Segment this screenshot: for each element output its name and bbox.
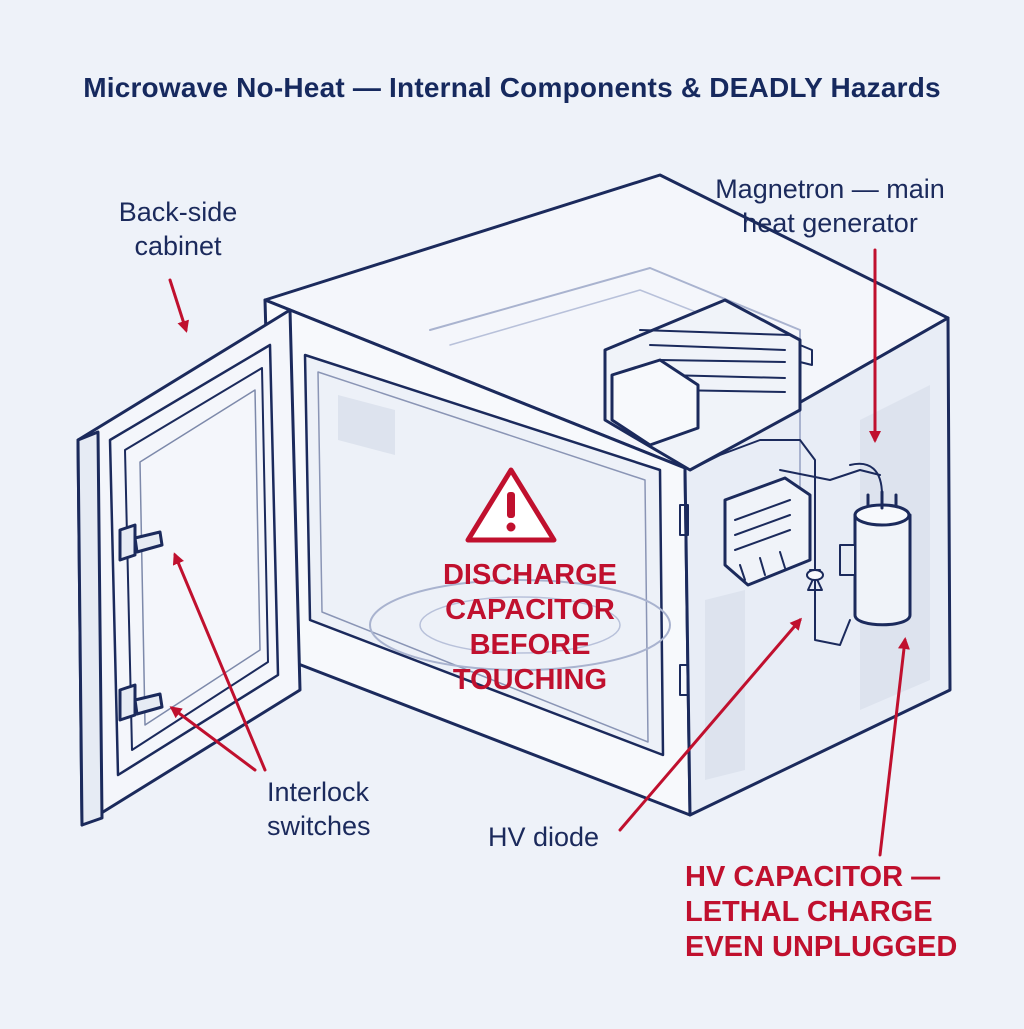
interlock-switches-label: Interlock switches xyxy=(267,777,371,841)
hv-diode xyxy=(806,554,824,621)
hv-diode-block xyxy=(723,476,812,587)
hv-capacitor-arrow xyxy=(878,637,910,857)
interlock-arrow-1 xyxy=(172,552,267,772)
back-cabinet-arrow xyxy=(168,278,189,333)
diagram-title: Microwave No-Heat — Internal Components … xyxy=(83,72,941,103)
back-cabinet-label: Back-side cabinet xyxy=(118,197,238,261)
turntable xyxy=(369,579,671,671)
interlock-switches xyxy=(118,523,164,722)
hv-diode-label: HV diode xyxy=(488,822,600,852)
hv-diode-arrow xyxy=(618,617,802,832)
hv-capacitor-label: HV CAPACITOR — LETHAL CHARGE EVEN UNPLUG… xyxy=(685,861,958,963)
interlock-arrow-2 xyxy=(169,706,257,772)
warning-triangle-icon xyxy=(465,467,557,543)
magnetron xyxy=(603,298,813,472)
oven-cavity-opening xyxy=(303,353,665,757)
hv-capacitor xyxy=(839,462,912,627)
discharge-warning-label: DISCHARGE CAPACITOR BEFORE TOUCHING xyxy=(442,559,617,696)
magnetron-label: Magnetron — main heat generator xyxy=(715,174,945,238)
